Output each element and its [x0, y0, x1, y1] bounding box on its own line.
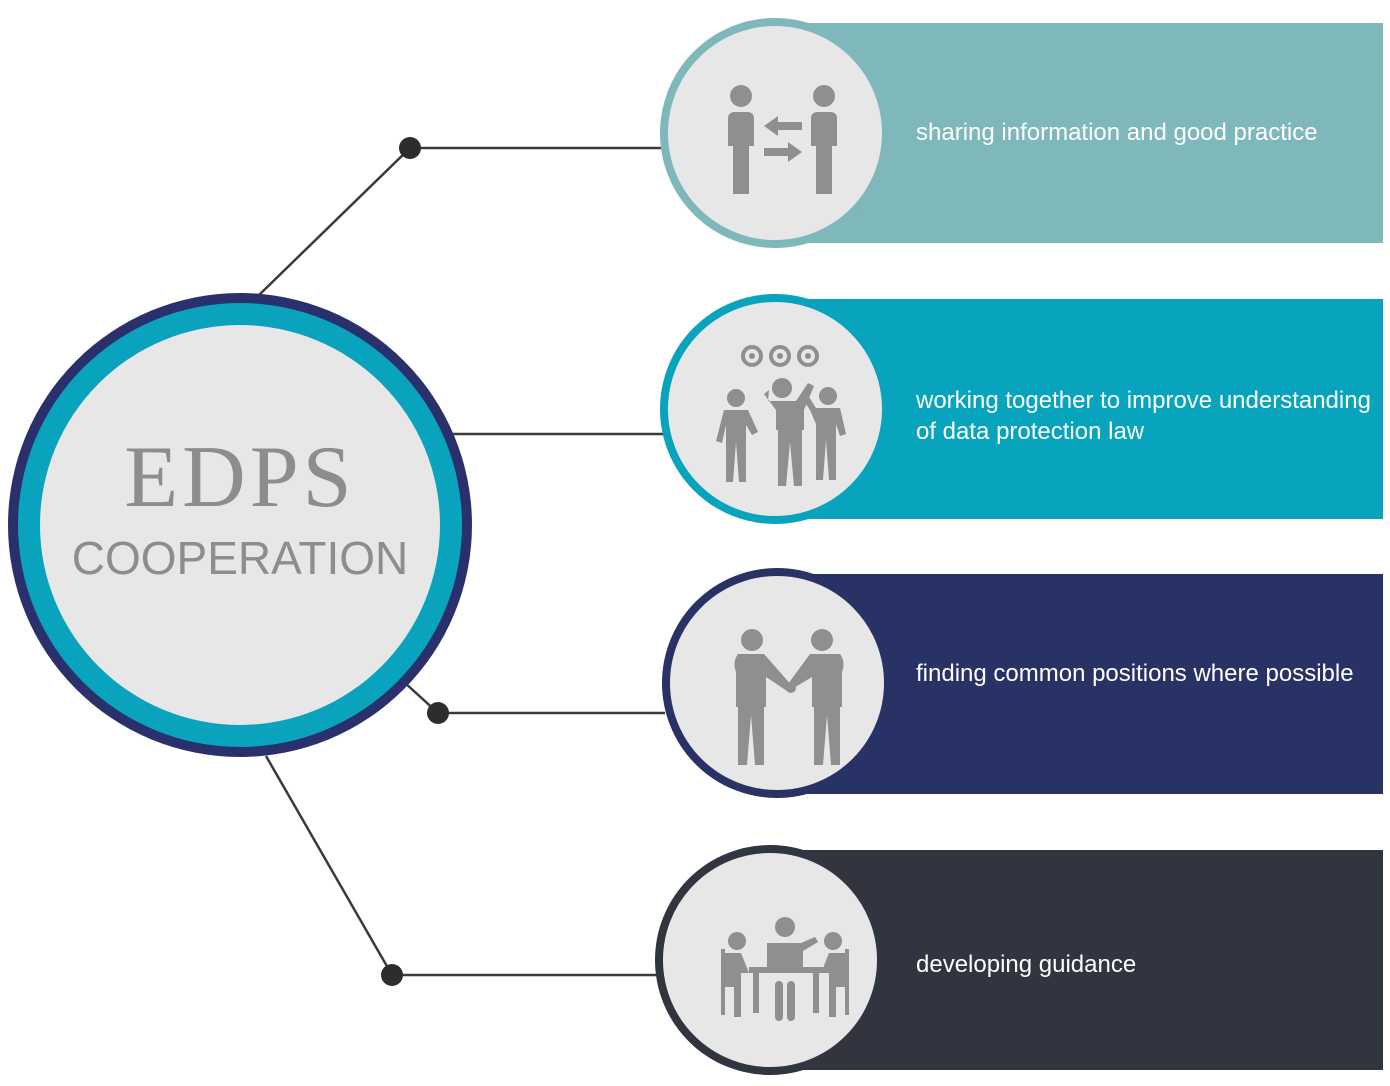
icon-circle-sharing — [660, 18, 890, 248]
connector-4 — [264, 755, 665, 977]
hub-title: EDPS — [124, 429, 356, 526]
icon-circle-working — [660, 294, 890, 524]
label-working-together: working together to improve understandin… — [916, 387, 1371, 445]
connector-1 — [257, 146, 665, 297]
hub-inner — [40, 325, 440, 725]
team-gears-icon — [716, 345, 846, 486]
label-sharing-information: sharing information and good practice — [916, 119, 1318, 146]
connector-dot-4 — [381, 964, 403, 986]
people-exchange-icon — [728, 85, 837, 194]
handshake-icon — [734, 629, 844, 765]
hub-circle: EDPS COOPERATION — [8, 293, 472, 757]
connector-dot-1 — [399, 137, 421, 159]
label-developing-guidance: developing guidance — [916, 951, 1137, 978]
connector-dot-3 — [427, 702, 449, 724]
label-common-positions: finding common positions where possible — [916, 660, 1354, 687]
icon-circle-guidance — [655, 845, 885, 1075]
hub-subtitle: COOPERATION — [71, 532, 409, 584]
meeting-table-icon — [721, 917, 849, 1021]
icon-circle-common — [662, 568, 892, 798]
